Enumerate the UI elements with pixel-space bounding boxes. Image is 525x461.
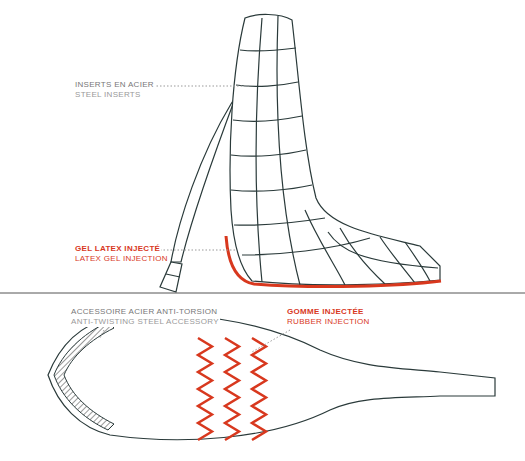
part-label: GOMME INJECTÉE <box>286 307 365 317</box>
part-label-translation: ANTI-TWISTING STEEL ACCESSORY <box>70 317 220 327</box>
part-label: INSERTS EN ACIER <box>74 80 155 90</box>
part-label-translation: LATEX GEL INJECTION <box>74 254 169 264</box>
zigzag-stroke <box>225 338 239 440</box>
zigzag-stroke <box>252 338 266 440</box>
part-label: ACCESSOIRE ACIER ANTI-TORSION <box>70 307 218 317</box>
rubber-injection-zigzag <box>198 338 266 440</box>
shoe-side-view <box>160 14 440 292</box>
part-label-translation: STEEL INSERTS <box>74 90 142 100</box>
part-label-translation: RUBBER INJECTION <box>286 317 371 327</box>
zigzag-stroke <box>198 338 212 440</box>
divider-line <box>0 293 525 294</box>
sole-top-view <box>48 315 495 440</box>
latex-gel-sole <box>226 236 441 287</box>
part-label: GEL LATEX INJECTÉ <box>74 244 161 254</box>
